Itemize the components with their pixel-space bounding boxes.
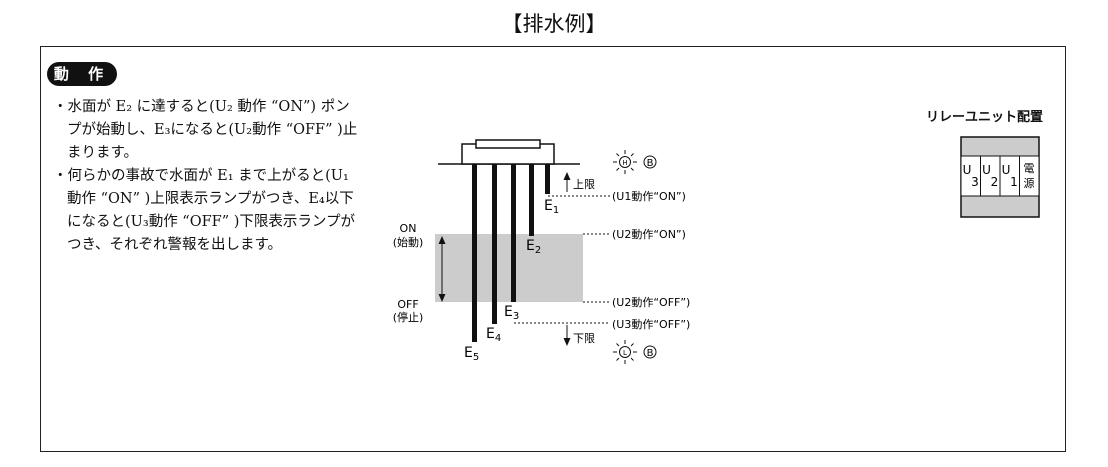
trigger-e2: (U2動作“ON”) — [612, 227, 686, 241]
description-list: ・水面が E₂ に達すると(U₂ 動作 “ON”) ポンプが始動し、E₃になると… — [53, 96, 363, 257]
relay-slot-power — [1019, 155, 1040, 197]
relay-power-label-2: 源 — [1024, 176, 1035, 190]
range-arrow-head-down — [438, 294, 446, 302]
relay-u3-num: 3 — [971, 175, 979, 189]
description-item-2: ・何らかの事故で水面が E₁ まで上がると(U₁動作 “ON” )上限表示ランプ… — [53, 168, 355, 253]
label-e2: E2 — [526, 238, 541, 256]
upper-buzzer-mark: B — [647, 158, 654, 169]
content-frame — [40, 46, 1066, 452]
electrode-e5 — [472, 164, 477, 342]
trigger-e4: (U3動作“OFF”) — [612, 317, 690, 331]
section-badge: 動 作 — [47, 62, 117, 86]
relay-u1-num: 1 — [1010, 175, 1018, 189]
on-label: ON — [400, 222, 417, 235]
upper-limit-label: 上限 — [573, 178, 595, 191]
electrode-e2 — [529, 164, 534, 236]
relay-u3-letter: U — [963, 163, 972, 177]
upper-lamp-mark: H — [622, 159, 627, 167]
electrode-e1 — [545, 164, 550, 194]
electrode-diagram: E1 E2 E3 E4 E5 ON (始動) OFF (停止) (U1動作“ON… — [393, 139, 690, 364]
electrode-holder-cap — [475, 139, 541, 149]
relay-power-label-1: 電 — [1024, 162, 1035, 175]
lower-lamp-icon — [613, 340, 637, 364]
upper-buzzer-icon — [643, 155, 657, 169]
lower-limit-label: 下限 — [573, 332, 595, 345]
relay-unit-title: リレーユニット配置 — [926, 110, 1044, 125]
off-label: OFF — [397, 298, 418, 311]
lower-buzzer-icon — [643, 345, 657, 359]
lower-limit-arrow-head — [563, 338, 571, 346]
relay-u2-num: 2 — [991, 175, 999, 189]
relay-unit-diagram: U 3 U 2 U 1 電 源 — [960, 136, 1040, 218]
off-sublabel: (停止) — [393, 310, 424, 324]
lower-buzzer-mark: B — [647, 348, 654, 359]
trigger-e1: (U1動作“ON”) — [612, 189, 686, 203]
on-sublabel: (始動) — [393, 235, 424, 249]
trigger-e3: (U2動作“OFF”) — [612, 295, 690, 309]
label-e3: E3 — [504, 304, 519, 322]
description-item-1: ・水面が E₂ に達すると(U₂ 動作 “ON”) ポンプが始動し、E₃になると… — [53, 99, 358, 161]
water-level-band — [435, 234, 583, 302]
upper-lamp-icon — [613, 150, 637, 174]
label-e4: E4 — [486, 326, 501, 344]
electrode-e3 — [511, 164, 516, 302]
relay-u2-letter: U — [982, 163, 991, 177]
upper-limit-arrow-head — [563, 172, 571, 180]
range-arrow-head-up — [438, 236, 446, 244]
relay-u1-letter: U — [1002, 163, 1011, 177]
lower-lamp-mark: L — [623, 349, 627, 357]
label-e1: E1 — [544, 198, 559, 216]
electrode-e4 — [492, 164, 497, 324]
label-e5: E5 — [464, 345, 479, 363]
page-title: 【排水例】 — [501, 12, 607, 36]
